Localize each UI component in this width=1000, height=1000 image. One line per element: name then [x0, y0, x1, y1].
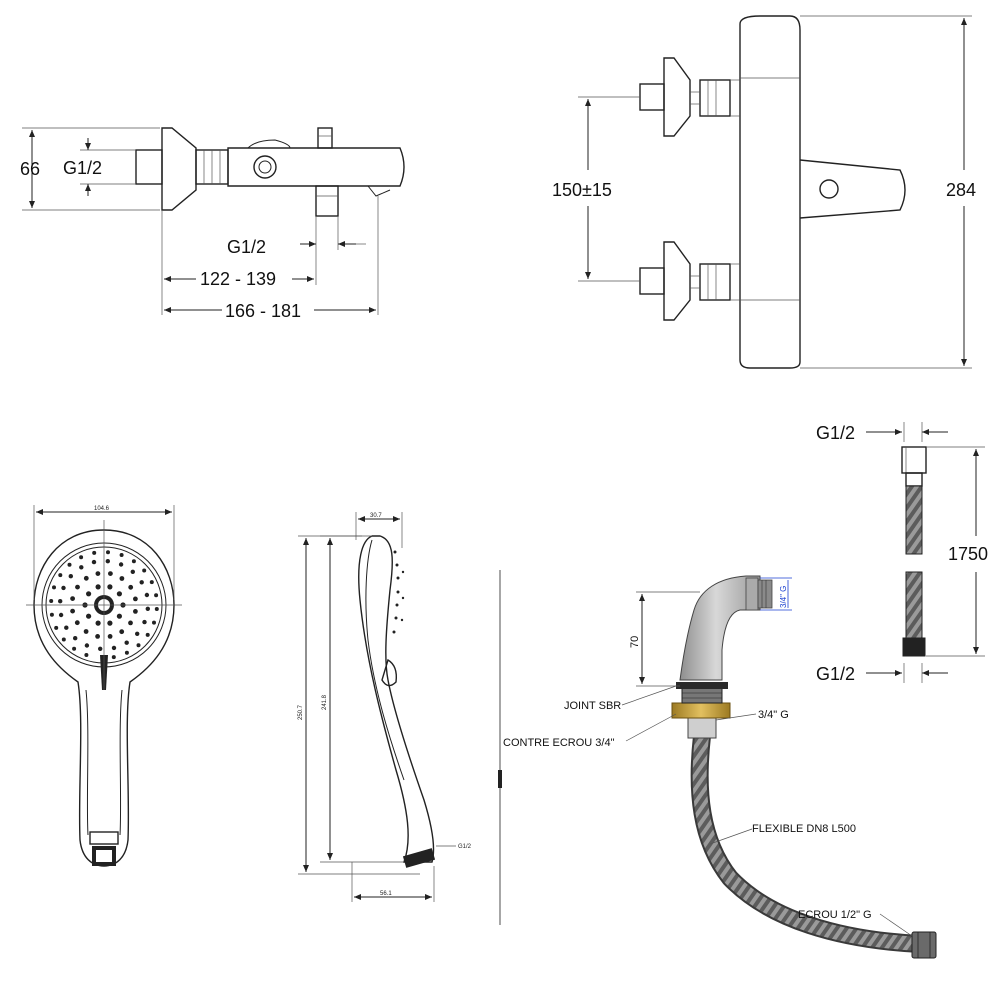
- nozzle: [75, 584, 80, 590]
- nozzle: [116, 591, 122, 597]
- nozzle: [70, 596, 75, 601]
- label-thread-g: 3/4" G: [758, 709, 789, 721]
- spray-nozzles: [49, 550, 159, 660]
- nozzle: [128, 620, 133, 626]
- nozzle: [49, 599, 54, 603]
- nozzle: [91, 559, 97, 565]
- nozzle: [131, 559, 136, 564]
- nozzle: [58, 612, 64, 618]
- nozzle: [64, 625, 69, 630]
- side-nozzles: [392, 550, 405, 634]
- nozzle: [86, 613, 92, 619]
- dim-depth-min: 122 - 139: [200, 269, 276, 289]
- nozzle: [52, 585, 56, 590]
- dim-total-length: 250.7: [298, 704, 304, 720]
- nozzle: [152, 620, 156, 625]
- nozzle: [119, 629, 125, 635]
- nozzle: [119, 553, 124, 557]
- nozzle: [107, 634, 113, 639]
- nozzle: [116, 613, 122, 619]
- nozzle: [130, 569, 135, 574]
- nozzle: [98, 646, 103, 651]
- nozzle: [95, 634, 100, 639]
- nozzle: [124, 650, 129, 655]
- dim-side-thread: G1/2: [458, 844, 472, 850]
- nozzle: [83, 575, 89, 581]
- nozzle: [86, 591, 92, 597]
- elbow-flexible: 70 3/4" G JOINT SBR CONTRE ECROU 3/4" 3/…: [503, 575, 937, 959]
- handshower-side-view: 250.7 241.8 30.7 56.1 G1/2: [298, 512, 472, 902]
- nozzle: [84, 653, 89, 657]
- separator-line: [498, 570, 502, 925]
- dim-centers: 150±15: [552, 180, 612, 200]
- dim-hose-length: 1750: [948, 544, 988, 564]
- nozzle: [61, 585, 66, 591]
- nozzle: [145, 632, 150, 637]
- nozzle: [107, 620, 113, 626]
- dim-elbow-outlet: 3/4" G: [779, 586, 788, 608]
- nozzle: [95, 584, 101, 590]
- dim-head-width: 104.6: [94, 506, 110, 512]
- dim-total-height: 284: [946, 180, 976, 200]
- nozzle: [142, 619, 147, 625]
- nozzle: [124, 640, 129, 645]
- nozzle: [128, 584, 134, 590]
- nozzle: [107, 584, 113, 590]
- mixer-front-view: 150±15 284: [552, 15, 976, 369]
- nozzle: [133, 609, 138, 614]
- dim-elbow-height: 70: [629, 636, 641, 648]
- label-joint-sbr: JOINT SBR: [564, 700, 621, 712]
- nozzle: [111, 655, 116, 660]
- nozzle: [95, 571, 101, 576]
- nozzle: [58, 599, 63, 604]
- nozzle: [119, 576, 125, 581]
- nozzle: [136, 643, 141, 648]
- hose-thread-top: G1/2: [816, 423, 855, 443]
- nozzle: [61, 637, 66, 642]
- dim-head-depth: 30.7: [370, 513, 382, 519]
- nozzle: [135, 631, 140, 636]
- nozzle: [154, 607, 159, 611]
- dim-outlet-thread: G1/2: [227, 237, 266, 257]
- label-end-nut: ECROU 1/2" G: [798, 909, 872, 921]
- nozzle: [92, 550, 97, 555]
- dim-inner-length: 241.8: [322, 694, 328, 710]
- mixer-top-view: 66 G1/2 G1/2 122 - 139 166 - 181: [20, 127, 405, 321]
- nozzle: [72, 646, 77, 651]
- nozzle: [67, 562, 72, 567]
- nozzle: [84, 643, 90, 648]
- nozzle: [139, 580, 144, 585]
- nozzle: [68, 574, 74, 579]
- label-flexible: FLEXIBLE DN8 L500: [752, 823, 856, 835]
- nozzle: [142, 568, 147, 573]
- hose-thread-bottom: G1/2: [816, 664, 855, 684]
- handshower-front-view: 104.6: [26, 505, 182, 867]
- nozzle: [58, 573, 63, 578]
- nozzle: [133, 596, 138, 602]
- nozzle: [111, 645, 117, 651]
- nozzle: [74, 620, 80, 626]
- dim-depth-max: 166 - 181: [225, 301, 301, 321]
- nozzle: [73, 636, 78, 641]
- nozzle: [149, 580, 154, 585]
- nozzle: [83, 629, 89, 634]
- nozzle: [144, 592, 150, 598]
- nozzle: [154, 593, 159, 598]
- nozzle: [95, 620, 101, 626]
- dim-bottom-width: 56.1: [380, 891, 392, 897]
- nozzle: [70, 608, 75, 614]
- shower-hose: G1/2 G1/2 1750: [816, 422, 988, 684]
- nozzle: [106, 550, 110, 555]
- nozzle: [145, 606, 150, 611]
- nozzle: [79, 555, 84, 560]
- nozzle: [54, 625, 59, 630]
- nozzle: [49, 612, 54, 617]
- dim-inlet-thread: G1/2: [63, 158, 102, 178]
- nozzle: [108, 571, 113, 576]
- dim-height-66: 66: [20, 159, 40, 179]
- nozzle: [105, 559, 111, 564]
- nozzle: [118, 562, 124, 567]
- label-contre-ecrou: CONTRE ECROU 3/4": [503, 737, 615, 749]
- nozzle: [79, 565, 84, 570]
